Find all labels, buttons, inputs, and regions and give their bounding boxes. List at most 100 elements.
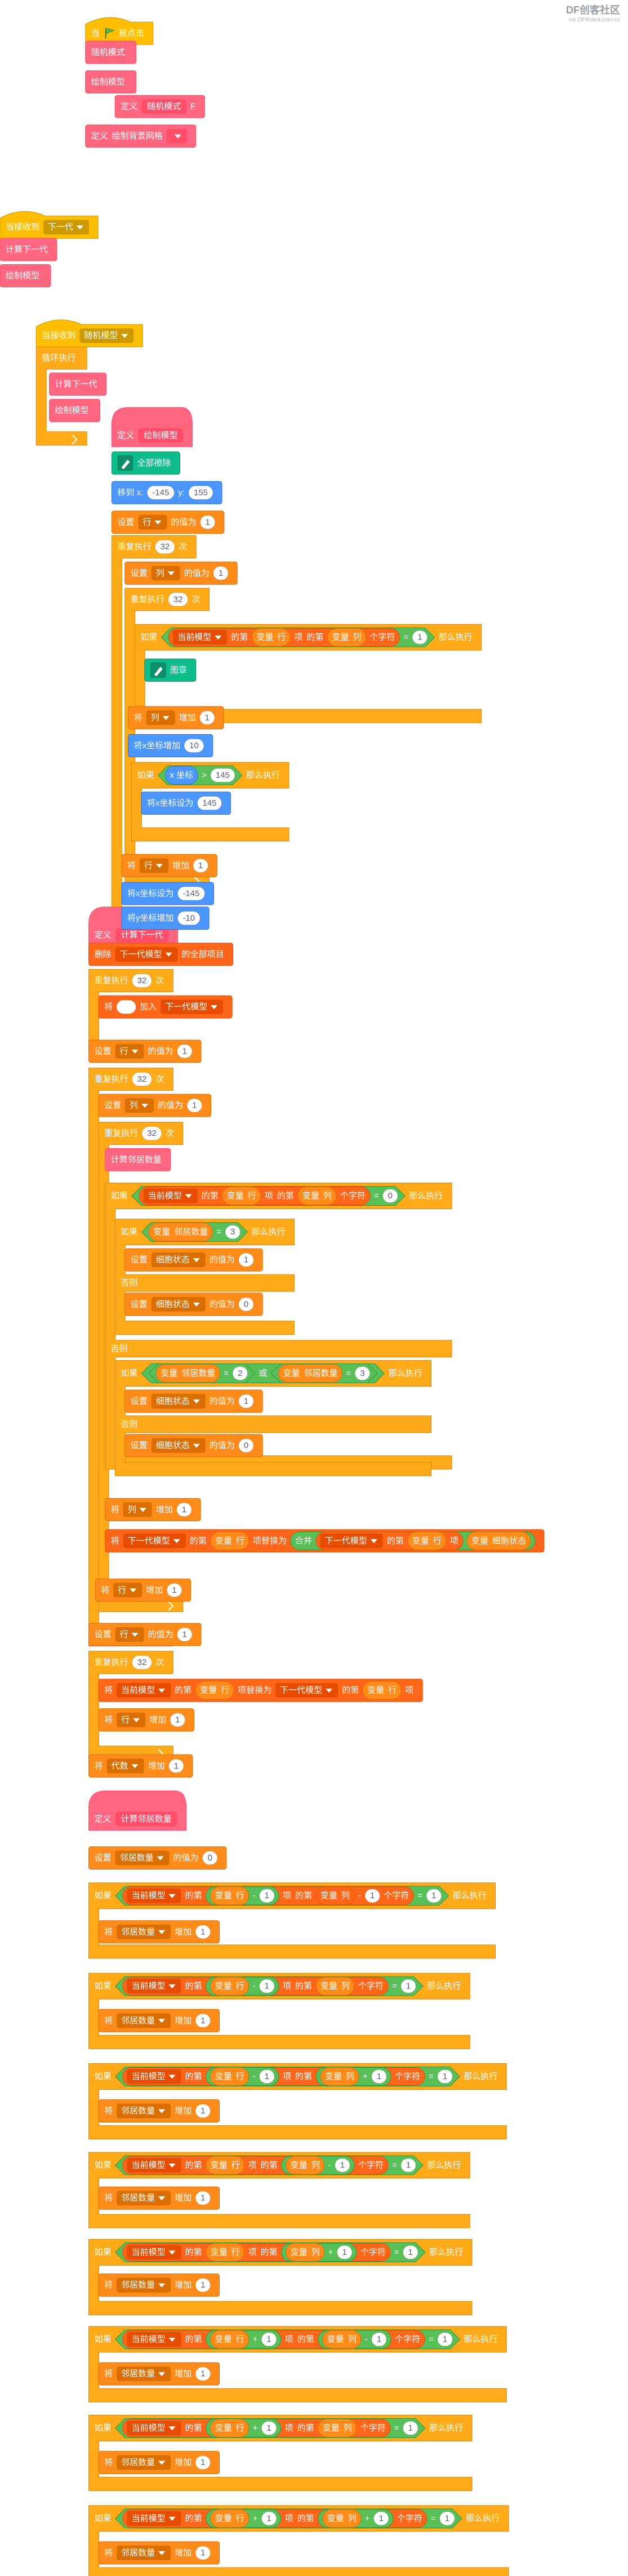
reporter-block[interactable]: 变量行+1 xyxy=(206,2509,282,2528)
dropdown-menu[interactable]: 邻居数量 xyxy=(117,2191,171,2206)
dropdown-menu[interactable]: 当前模型 xyxy=(173,630,228,645)
reporter-block[interactable]: 变量邻居数量 xyxy=(278,1363,342,1383)
reporter-block[interactable]: 变量列 xyxy=(315,1886,355,1906)
stack-block[interactable]: 将y坐标增加-10 xyxy=(121,907,210,930)
boolean-block[interactable]: x 坐标>145 xyxy=(157,765,243,785)
number-input[interactable]: 1 xyxy=(400,2158,416,2173)
number-input[interactable]: 1 xyxy=(373,2511,389,2526)
stack-block[interactable]: 计算下一代 xyxy=(49,372,107,396)
dropdown-menu[interactable]: 下一代模型 xyxy=(161,1000,224,1015)
dropdown-menu[interactable]: 随机模型 xyxy=(79,328,134,343)
reporter-block[interactable]: 变量列 xyxy=(322,2330,362,2349)
dropdown-menu[interactable]: 下一代模型 xyxy=(115,947,178,962)
dropdown-menu[interactable]: 列 xyxy=(146,710,175,725)
dropdown-menu[interactable]: 当前模型 xyxy=(127,2420,181,2436)
number-input[interactable]: 3 xyxy=(225,1225,240,1240)
number-input[interactable]: 1 xyxy=(371,2069,387,2084)
stack-block[interactable]: 图章 xyxy=(144,658,197,682)
dropdown-menu[interactable]: 邻居数量 xyxy=(117,2103,171,2118)
number-input[interactable]: 1 xyxy=(168,1758,184,1773)
reporter-block[interactable]: 变量列 xyxy=(322,2509,362,2528)
number-input[interactable]: 1 xyxy=(259,1889,275,1903)
reporter-block[interactable]: 变量列 xyxy=(297,1187,337,1206)
dropdown-menu[interactable]: 列 xyxy=(123,1502,152,1517)
number-input[interactable]: 145 xyxy=(210,768,235,783)
dropdown-menu[interactable]: 行 xyxy=(138,514,167,530)
stack-block[interactable]: 删除下一代模型的全部项目 xyxy=(88,943,234,966)
number-input[interactable]: 1 xyxy=(195,2366,211,2381)
number-input[interactable]: 1 xyxy=(400,1979,416,1993)
number-input[interactable]: 155 xyxy=(188,485,213,500)
number-input[interactable]: 32 xyxy=(132,1072,152,1086)
reporter-block[interactable]: 变量行-1 xyxy=(206,1977,279,1996)
dropdown-menu[interactable]: 行 xyxy=(115,1043,144,1059)
reporter-block[interactable]: 变量行 xyxy=(206,2156,245,2175)
dropdown-menu[interactable]: 细胞状态 xyxy=(151,1296,206,1312)
number-input[interactable]: 1 xyxy=(238,1394,254,1409)
number-input[interactable]: 32 xyxy=(132,1655,152,1670)
boolean-block[interactable]: 当前模型的第变量行项的第变量列个字符=1 xyxy=(161,627,435,647)
dropdown-menu[interactable]: 列 xyxy=(125,1098,154,1113)
dropdown-menu[interactable]: 当前模型 xyxy=(127,1888,181,1903)
reporter-block[interactable]: 变量行-1 xyxy=(206,1886,279,1906)
dropdown-menu[interactable]: 邻居数量 xyxy=(117,2277,171,2293)
dropdown-menu[interactable] xyxy=(166,128,187,144)
number-input[interactable]: 1 xyxy=(371,2332,387,2347)
reporter-block[interactable]: 变量列 xyxy=(315,1977,355,1996)
number-input[interactable]: -145 xyxy=(146,485,175,500)
boolean-block[interactable]: 变量邻居数量=3 xyxy=(141,1222,248,1242)
number-input[interactable]: 0 xyxy=(238,1438,254,1453)
number-input[interactable]: 1 xyxy=(238,1253,254,1267)
reporter-block[interactable]: 变量行+1 xyxy=(206,2330,282,2349)
dropdown-menu[interactable]: 邻居数量 xyxy=(117,2013,171,2028)
stack-block[interactable]: 定义绘制背景网格 xyxy=(85,125,197,148)
number-input[interactable]: 3 xyxy=(354,1366,371,1380)
reporter-block[interactable]: 变量行 xyxy=(251,628,291,647)
number-input[interactable]: 145 xyxy=(197,796,222,811)
reporter-block[interactable]: 变量列 xyxy=(320,2067,359,2086)
reporter-block[interactable]: 变量细胞状态 xyxy=(466,1531,531,1551)
number-input[interactable]: 1 xyxy=(259,2069,275,2084)
reporter-block[interactable]: 变量行 xyxy=(210,2419,250,2438)
number-input[interactable]: 1 xyxy=(195,2546,211,2560)
number-input[interactable]: 1 xyxy=(177,1627,193,1642)
dropdown-menu[interactable]: 当前模型 xyxy=(127,1979,181,1994)
reporter-block[interactable]: 下一代模型的第变量行项 xyxy=(315,1531,464,1551)
boolean-block[interactable]: 变量邻居数量=2 xyxy=(148,1363,256,1383)
stack-block[interactable]: 绘制模型 xyxy=(0,264,51,287)
reporter-block[interactable]: 变量行 xyxy=(210,2330,250,2349)
stack-block[interactable]: 将下一代模型的第变量行项替换为合并下一代模型的第变量行项变量细胞状态 xyxy=(105,1529,545,1553)
number-input[interactable]: 1 xyxy=(426,1889,442,1903)
reporter-block[interactable]: 变量邻居数量 xyxy=(148,1223,213,1242)
dropdown-menu[interactable]: 代数 xyxy=(106,1758,144,1774)
reporter-block[interactable]: 变量列 xyxy=(286,2156,325,2175)
reporter-block[interactable]: 变量行-1 xyxy=(206,2067,279,2086)
dropdown-menu[interactable]: 行 xyxy=(117,1712,146,1727)
number-input[interactable]: 1 xyxy=(177,1044,193,1059)
dropdown-menu[interactable]: 细胞状态 xyxy=(151,1253,206,1268)
number-input[interactable]: 1 xyxy=(261,2511,277,2526)
reporter-block[interactable]: 当前模型的第变量行项的第变量列个字符 xyxy=(139,1187,371,1206)
number-input[interactable]: 1 xyxy=(437,2069,453,2084)
number-input[interactable]: 1 xyxy=(170,1713,185,1727)
dropdown-menu[interactable]: 当前模型 xyxy=(127,2069,181,2084)
number-input[interactable]: 1 xyxy=(335,2158,350,2173)
